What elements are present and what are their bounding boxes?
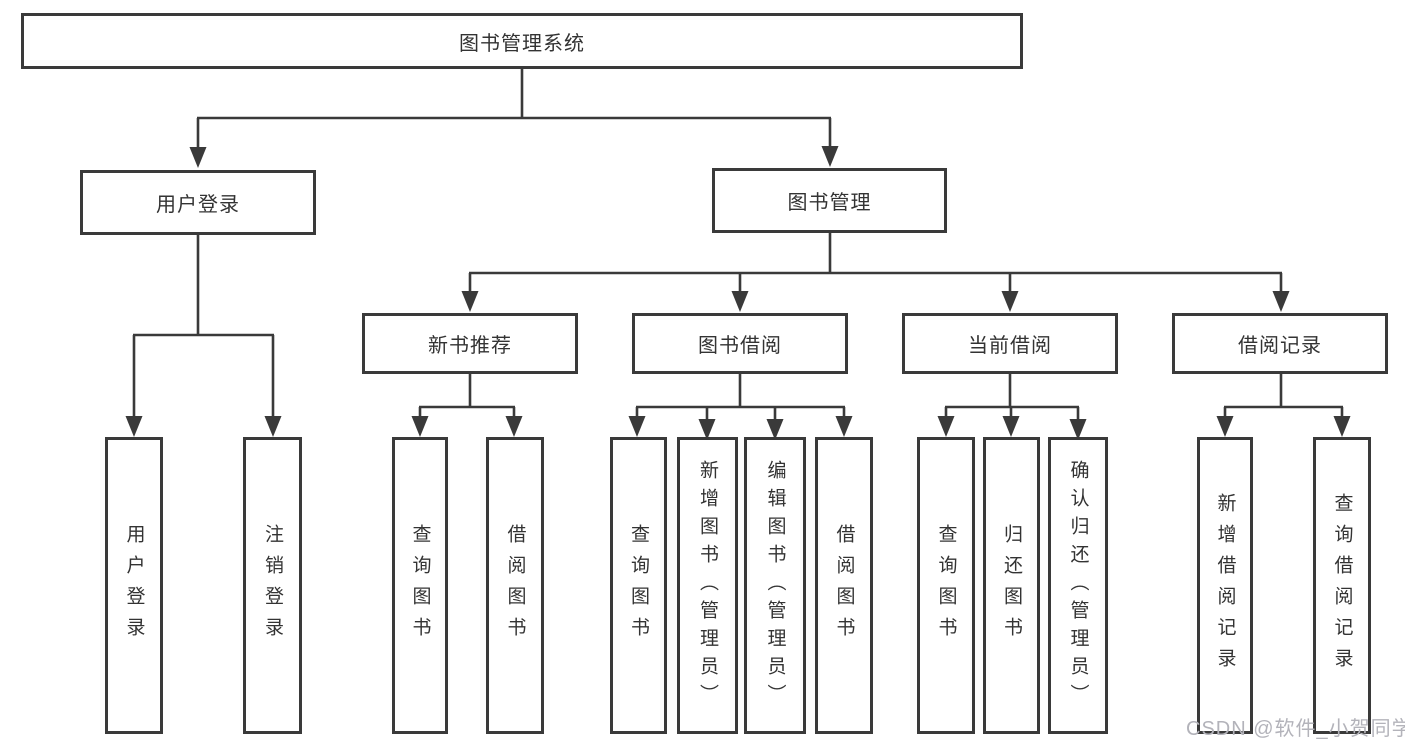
- arrowhead-icons-bookborrow: [628, 416, 853, 440]
- leaf-bookborrow-query-label: 查询图书: [628, 523, 649, 648]
- leaf-logout: 注销登录: [243, 437, 302, 734]
- connector-userlogin-to-leaves: [132, 235, 275, 418]
- node-root-label: 图书管理系统: [459, 32, 585, 55]
- node-user-login-branch: 用户登录: [80, 170, 316, 235]
- leaf-currentborrow-return-label: 归还图书: [1001, 523, 1022, 648]
- connector-bookmgmt-to-level2: [468, 233, 1283, 293]
- connector-root-to-level1: [196, 69, 832, 149]
- leaf-user-login: 用户登录: [105, 437, 163, 734]
- node-current-borrow-label: 当前借阅: [968, 335, 1052, 357]
- node-borrow-records-label: 借阅记录: [1238, 335, 1322, 357]
- node-new-book-recommend: 新书推荐: [362, 313, 578, 374]
- leaf-bookborrow-borrow: 借阅图书: [815, 437, 873, 734]
- node-book-borrow: 图书借阅: [632, 313, 848, 374]
- arrowhead-icons-level1: [189, 146, 839, 168]
- arrowhead-icons-newbook: [411, 416, 523, 437]
- leaf-records-add: 新增借阅记录: [1197, 437, 1253, 734]
- leaf-records-query: 查询借阅记录: [1313, 437, 1371, 734]
- leaf-bookborrow-add-admin: 新增图书（管理员）: [677, 437, 738, 734]
- leaf-bookborrow-query: 查询图书: [610, 437, 667, 734]
- leaf-currentborrow-return: 归还图书: [983, 437, 1040, 734]
- node-root-system: 图书管理系统: [21, 13, 1023, 69]
- leaf-logout-label: 注销登录: [262, 523, 283, 648]
- node-book-management-branch-label: 图书管理: [787, 192, 872, 214]
- leaf-currentborrow-confirm-admin: 确认归还（管理员）: [1048, 437, 1108, 734]
- leaf-currentborrow-confirm-admin-label: 确认归还（管理员）: [1067, 459, 1089, 712]
- leaf-records-add-label: 新增借阅记录: [1214, 492, 1236, 679]
- arrowhead-icons-records: [1216, 416, 1351, 437]
- csdn-watermark: CSDN @软件_小贺同学: [1186, 718, 1405, 740]
- connector-bookborrow-to-leaves: [635, 374, 846, 421]
- connector-newbook-to-leaves: [418, 374, 516, 418]
- leaf-bookborrow-edit-admin: 编辑图书（管理员）: [744, 437, 806, 734]
- leaf-user-login-label: 用户登录: [123, 523, 145, 648]
- node-book-management-branch: 图书管理: [712, 168, 947, 233]
- node-current-borrow: 当前借阅: [902, 313, 1118, 374]
- leaf-currentborrow-query: 查询图书: [917, 437, 975, 734]
- leaf-newbook-query-label: 查询图书: [409, 523, 431, 648]
- leaf-newbook-borrow-label: 借阅图书: [504, 523, 526, 648]
- leaf-records-query-label: 查询借阅记录: [1331, 492, 1353, 679]
- node-user-login-branch-label: 用户登录: [156, 194, 240, 216]
- node-book-borrow-label: 图书借阅: [698, 335, 782, 357]
- leaf-newbook-query: 查询图书: [392, 437, 448, 734]
- arrowhead-icons-level2: [461, 291, 1290, 312]
- leaf-bookborrow-edit-admin-label: 编辑图书（管理员）: [764, 459, 786, 712]
- arrowhead-icons-currentborrow: [937, 416, 1087, 440]
- node-new-book-recommend-label: 新书推荐: [428, 335, 512, 357]
- leaf-bookborrow-add-admin-label: 新增图书（管理员）: [697, 459, 718, 712]
- connector-currentborrow-to-leaves: [944, 374, 1080, 421]
- leaf-newbook-borrow: 借阅图书: [486, 437, 544, 734]
- connector-records-to-leaves: [1223, 374, 1344, 418]
- leaf-currentborrow-query-label: 查询图书: [935, 523, 957, 648]
- leaf-bookborrow-borrow-label: 借阅图书: [833, 523, 855, 648]
- arrowhead-icons-userlogin: [125, 416, 282, 437]
- node-borrow-records: 借阅记录: [1172, 313, 1388, 374]
